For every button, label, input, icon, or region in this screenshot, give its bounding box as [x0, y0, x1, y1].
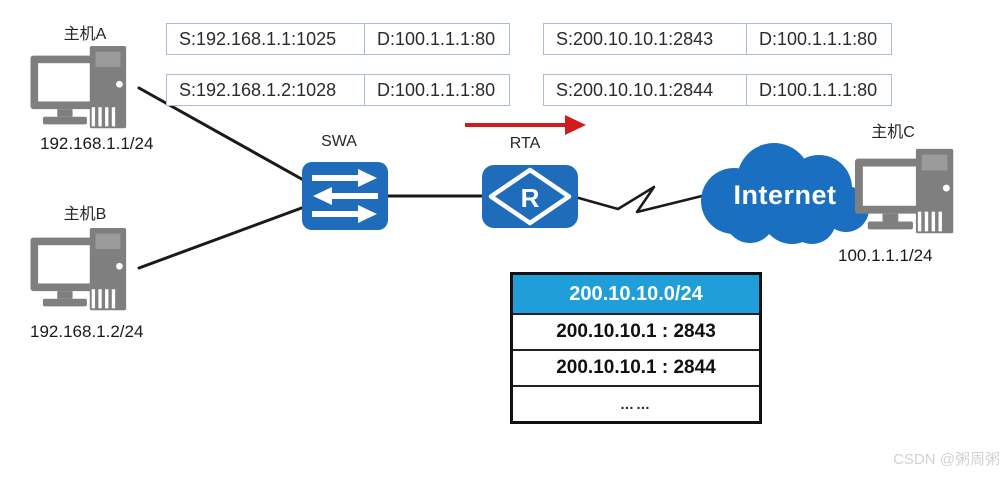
- router-diamond-icon: R: [488, 167, 572, 226]
- nat-table-row: 200.10.10.1 : 2843: [513, 313, 759, 349]
- packet-label-private-2: S:192.168.1.2:1028 D:100.1.1.1:80: [166, 74, 510, 106]
- internet-label: Internet: [733, 180, 837, 210]
- host-b-label: 主机B: [63, 206, 107, 223]
- packet-src: S:192.168.1.2:1028: [179, 80, 337, 100]
- computer-icon: [28, 46, 142, 134]
- packet-src: S:200.10.10.1:2843: [556, 29, 714, 49]
- packet-dst: D:100.1.1.1:80: [364, 24, 509, 54]
- watermark: CSDN @粥周粥: [893, 451, 1000, 468]
- host-a-label: 主机A: [63, 26, 107, 43]
- router-device: R: [482, 165, 578, 228]
- host-c-label: 主机C: [871, 124, 915, 141]
- nat-table-header: 200.10.10.0/24: [513, 275, 759, 313]
- packet-dst: D:100.1.1.1:80: [364, 75, 509, 105]
- packet-src: S:192.168.1.1:1025: [179, 29, 337, 49]
- nat-table-row-ellipsis: ……: [513, 385, 759, 421]
- link-hostb-swa: [137, 204, 309, 270]
- packet-label-public-2: S:200.10.10.1:2844 D:100.1.1.1:80: [543, 74, 892, 106]
- nat-table: 200.10.10.0/24 200.10.10.1 : 2843 200.10…: [510, 272, 762, 424]
- packet-label-public-1: S:200.10.10.1:2843 D:100.1.1.1:80: [543, 23, 892, 55]
- cloud-icon: [701, 143, 869, 244]
- red-arrow-icon: [465, 115, 586, 135]
- zigzag-wan-link: [566, 185, 704, 214]
- switch-arrows-icon: [312, 169, 378, 223]
- packet-dst: D:100.1.1.1:80: [746, 24, 891, 54]
- packet-src: S:200.10.10.1:2844: [556, 80, 714, 100]
- host-a-ip: 192.168.1.1/24: [40, 134, 154, 153]
- router-glyph: R: [521, 183, 540, 213]
- nat-table-row: 200.10.10.1 : 2844: [513, 349, 759, 385]
- packet-dst: D:100.1.1.1:80: [746, 75, 891, 105]
- host-b-ip: 192.168.1.2/24: [30, 322, 144, 341]
- computer-icon: [855, 148, 967, 240]
- router-label: RTA: [509, 135, 541, 152]
- packet-label-private-1: S:192.168.1.1:1025 D:100.1.1.1:80: [166, 23, 510, 55]
- computer-icon: [28, 228, 142, 316]
- switch-device: [302, 162, 388, 230]
- switch-label: SWA: [321, 133, 357, 150]
- host-c-ip: 100.1.1.1/24: [838, 246, 933, 265]
